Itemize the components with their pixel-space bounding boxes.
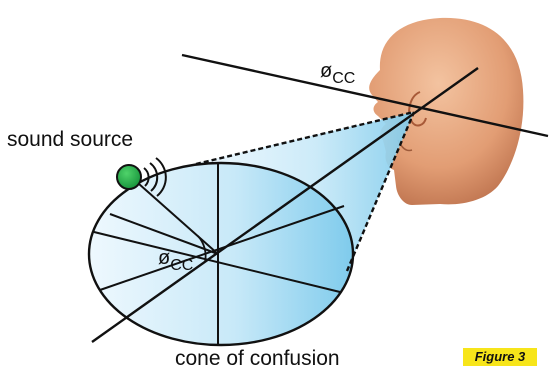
angle-symbol-top: ø [320, 60, 332, 82]
angle-symbol-inner: ø [158, 247, 170, 269]
interaural-axis [181, 53, 549, 138]
angle-label-inner: øCC [158, 247, 193, 274]
figure-badge-label: Figure 3 [474, 349, 526, 364]
cone-base-ellipse [87, 161, 355, 347]
sound-source [116, 157, 167, 197]
angle-subscript-inner: CC [170, 257, 193, 274]
cone-caption: cone of confusion [175, 347, 340, 370]
sound-source-dot [116, 164, 142, 190]
angle-arc [197, 235, 207, 263]
cone-edge-top [195, 110, 415, 166]
sound-source-label: sound source [7, 128, 133, 151]
sound-waves-icon [143, 157, 167, 197]
cone-spokes [93, 163, 345, 345]
cone-axis [91, 67, 479, 343]
figure-badge [463, 348, 537, 366]
angle-label-top: øCC [320, 60, 355, 87]
angle-subscript-top: CC [332, 70, 355, 87]
cone-edge-bottom [345, 111, 416, 272]
head-illustration [369, 17, 524, 206]
